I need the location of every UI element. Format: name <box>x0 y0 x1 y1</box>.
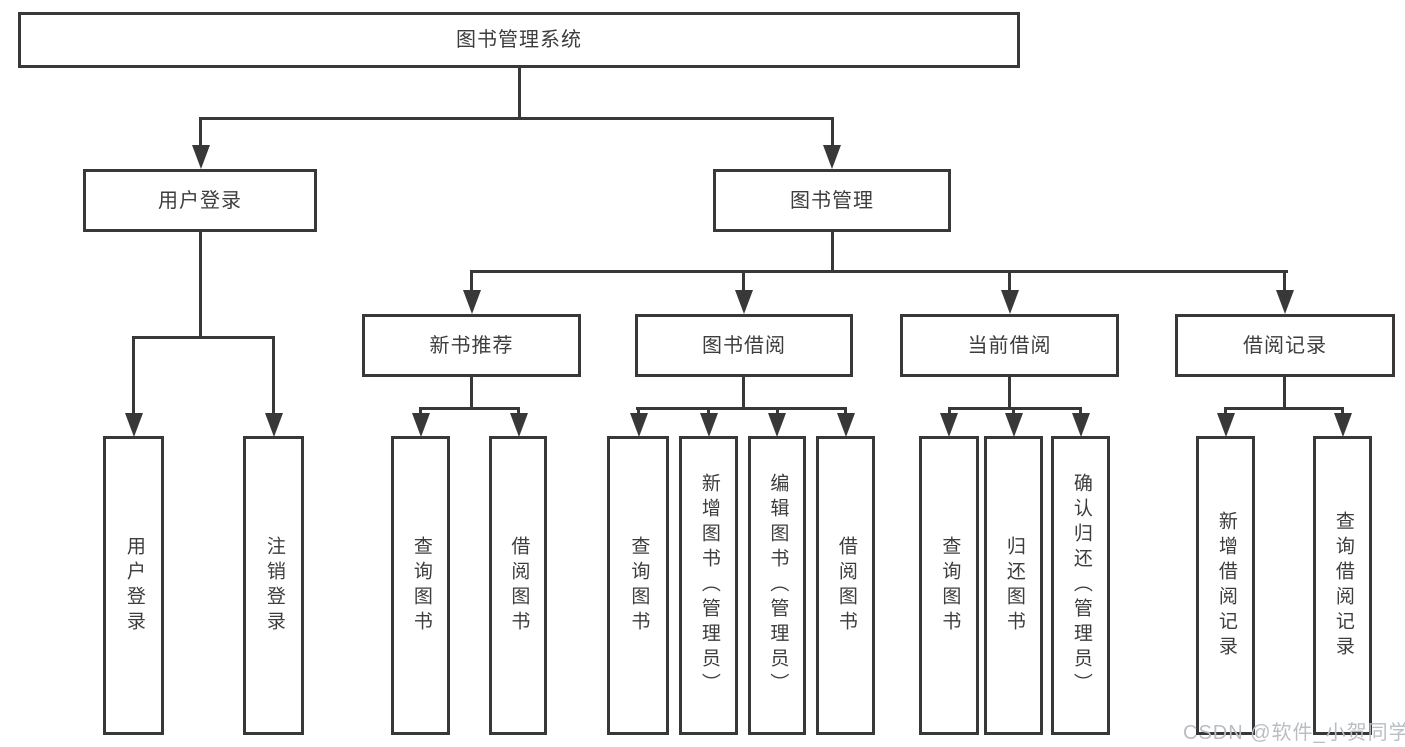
arrowhead <box>510 413 528 437</box>
leaf-bb-borrow-books: 借阅图书 <box>816 436 875 735</box>
connector-line <box>636 407 847 410</box>
connector-line <box>1008 375 1011 409</box>
arrowhead <box>1072 413 1090 437</box>
connector-line <box>948 407 1082 410</box>
node-book-borrow: 图书借阅 <box>635 314 853 377</box>
connector-line <box>517 407 520 415</box>
arrowhead <box>837 413 855 437</box>
leaf-bb-query-books: 查询图书 <box>607 436 669 735</box>
node-user-login: 用户登录 <box>83 169 317 232</box>
leaf-br-query-record: 查询借阅记录 <box>1313 436 1372 735</box>
connector-line <box>1224 407 1227 415</box>
connector-line <box>419 407 422 415</box>
leaf-bb-add-books-admin: 新增图书（管理员） <box>679 436 738 735</box>
leaf-rec-borrow-books: 借阅图书 <box>489 436 547 735</box>
connector-line <box>1341 407 1344 415</box>
arrowhead <box>463 290 481 314</box>
node-book-mgmt: 图书管理 <box>713 169 951 232</box>
csdn-watermark: CSDN @软件_小贺同学 <box>1183 722 1405 744</box>
leaf-user-login: 用户登录 <box>103 436 164 735</box>
node-borrow-records: 借阅记录 <box>1175 314 1395 377</box>
connector-line <box>948 407 951 415</box>
connector-line <box>742 375 745 409</box>
connector-line <box>132 336 135 413</box>
leaf-logout: 注销登录 <box>243 436 304 735</box>
connector-line <box>1283 375 1286 409</box>
leaf-bb-edit-books-admin: 编辑图书（管理员） <box>748 436 806 735</box>
connector-line <box>419 407 520 410</box>
connector-line <box>844 407 847 415</box>
arrowhead <box>1001 290 1019 314</box>
arrowhead <box>192 145 210 169</box>
leaf-cb-query-books: 查询图书 <box>919 436 979 735</box>
arrowhead <box>1334 413 1352 437</box>
node-new-book-rec: 新书推荐 <box>362 314 581 377</box>
arrowhead <box>768 413 786 437</box>
connector-line <box>470 270 473 290</box>
connector-line <box>1012 407 1015 415</box>
arrowhead <box>735 290 753 314</box>
node-root: 图书管理系统 <box>18 12 1020 68</box>
connector-line <box>707 407 710 415</box>
arrowhead <box>700 413 718 437</box>
arrowhead <box>823 145 841 169</box>
connector-line <box>1008 270 1011 290</box>
arrowhead <box>265 413 283 437</box>
arrowhead <box>125 413 143 437</box>
connector-line <box>776 407 779 415</box>
leaf-cb-confirm-return-admin: 确认归还（管理员） <box>1051 436 1110 735</box>
arrowhead <box>940 413 958 437</box>
arrowhead <box>1217 413 1235 437</box>
connector-line <box>1283 270 1286 290</box>
node-current-borrow: 当前借阅 <box>900 314 1119 377</box>
connector-line <box>199 117 202 145</box>
connector-line <box>199 117 834 120</box>
leaf-br-add-record: 新增借阅记录 <box>1196 436 1255 735</box>
connector-line <box>1079 407 1082 415</box>
connector-line <box>1224 407 1344 410</box>
connector-line <box>272 336 275 413</box>
arrowhead <box>1276 290 1294 314</box>
connector-line <box>637 407 640 415</box>
arrowhead <box>630 413 648 437</box>
connector-line <box>132 336 275 339</box>
leaf-rec-query-books: 查询图书 <box>391 436 450 735</box>
leaf-cb-return-books: 归还图书 <box>984 436 1043 735</box>
connector-line <box>831 230 834 272</box>
arrowhead <box>412 413 430 437</box>
connector-line <box>199 230 202 336</box>
connector-line <box>742 270 745 290</box>
connector-line <box>470 375 473 409</box>
connector-line <box>518 66 521 117</box>
arrowhead <box>1005 413 1023 437</box>
connector-line <box>470 270 1288 273</box>
connector-line <box>831 117 834 145</box>
